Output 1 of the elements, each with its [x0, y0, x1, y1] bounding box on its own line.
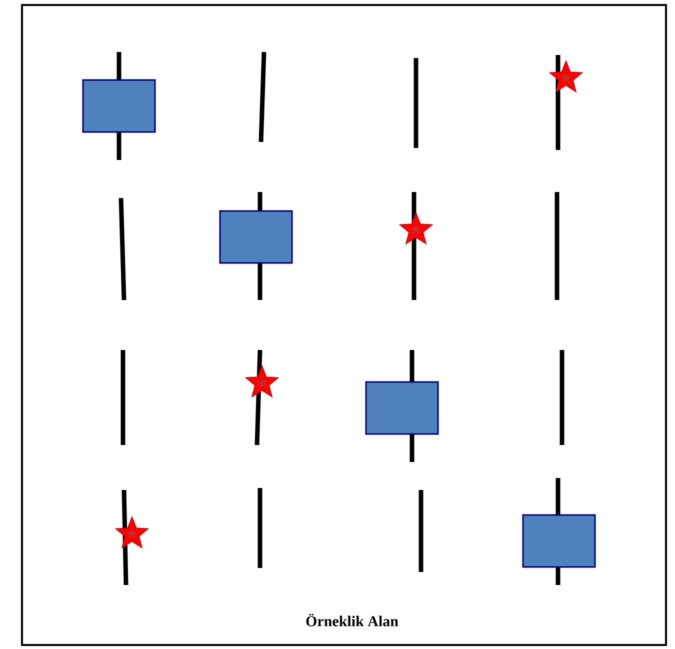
- area-caption: Örneklik Alan: [306, 614, 398, 626]
